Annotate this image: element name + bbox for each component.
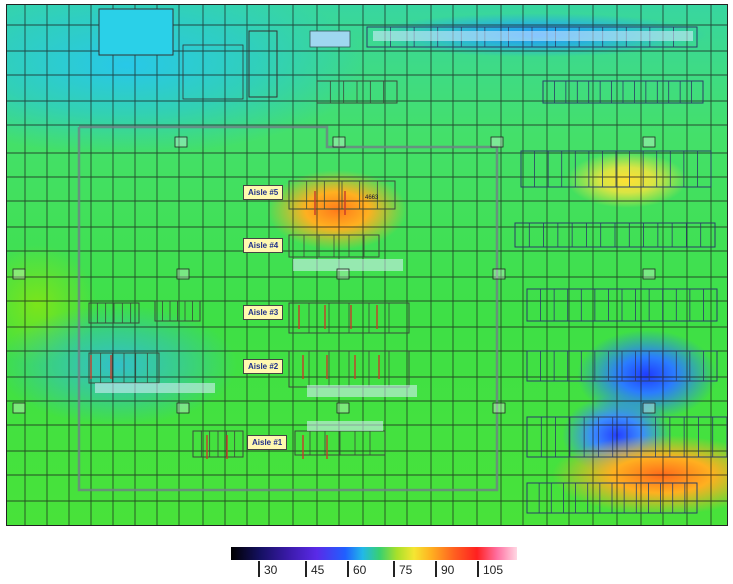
legend-tick: 75 xyxy=(393,561,412,577)
rack-row xyxy=(288,350,410,388)
column-post xyxy=(336,402,350,414)
rack-highlight xyxy=(95,383,215,393)
column-post xyxy=(492,268,506,280)
legend-tick: 45 xyxy=(305,561,324,577)
floor-plan-heatmap: Aisle #5 Aisle #4 Aisle #3 Aisle #2 Aisl… xyxy=(6,4,728,526)
rack-highlight xyxy=(293,259,403,271)
rack-row xyxy=(88,302,140,324)
aisle-2-label: Aisle #2 xyxy=(243,359,284,374)
aisle-1-label: Aisle #1 xyxy=(247,435,288,450)
column-post xyxy=(174,136,188,148)
column-post xyxy=(492,402,506,414)
column-post xyxy=(176,268,190,280)
tank xyxy=(98,8,174,56)
rack-row xyxy=(542,80,704,104)
aisle-4-label: Aisle #4 xyxy=(243,238,284,253)
legend-tick: 90 xyxy=(435,561,454,577)
rack-row xyxy=(514,222,716,248)
rack-row xyxy=(88,352,160,384)
rack-highlight xyxy=(307,421,383,431)
legend-tick: 105 xyxy=(477,561,503,577)
rack-row xyxy=(520,150,712,188)
rack-row xyxy=(288,180,396,210)
column-post xyxy=(490,136,504,148)
rack-row xyxy=(526,350,718,382)
label-box xyxy=(309,30,351,48)
column-post xyxy=(12,402,26,414)
legend-tick: 30 xyxy=(258,561,277,577)
column-post xyxy=(332,136,346,148)
column-block xyxy=(248,30,278,98)
room-outline xyxy=(77,125,499,492)
legend-tick: 60 xyxy=(347,561,366,577)
aisle-3-label: Aisle #3 xyxy=(243,305,284,320)
aisle-tag: 4663 xyxy=(365,195,379,201)
column-post xyxy=(176,402,190,414)
rack-highlight xyxy=(373,31,693,41)
color-scale-legend: 30 45 60 75 90 105 xyxy=(231,547,517,581)
floor-plan-lines xyxy=(7,5,727,525)
color-scale-bar xyxy=(231,547,517,560)
rack-row xyxy=(192,430,244,458)
column-post xyxy=(642,268,656,280)
aisle-5-label: Aisle #5 xyxy=(243,185,284,200)
rack-row xyxy=(526,288,718,322)
rack-row xyxy=(154,300,201,322)
rack-highlight xyxy=(307,385,417,397)
rack-row xyxy=(316,80,398,104)
column-post xyxy=(642,402,656,414)
rack-row xyxy=(288,234,380,258)
tank-grid xyxy=(182,44,244,100)
column-post xyxy=(642,136,656,148)
column-post xyxy=(336,268,350,280)
column-post xyxy=(12,268,26,280)
rack-row xyxy=(526,416,727,458)
rack-row xyxy=(288,302,410,334)
rack-row xyxy=(526,482,698,514)
